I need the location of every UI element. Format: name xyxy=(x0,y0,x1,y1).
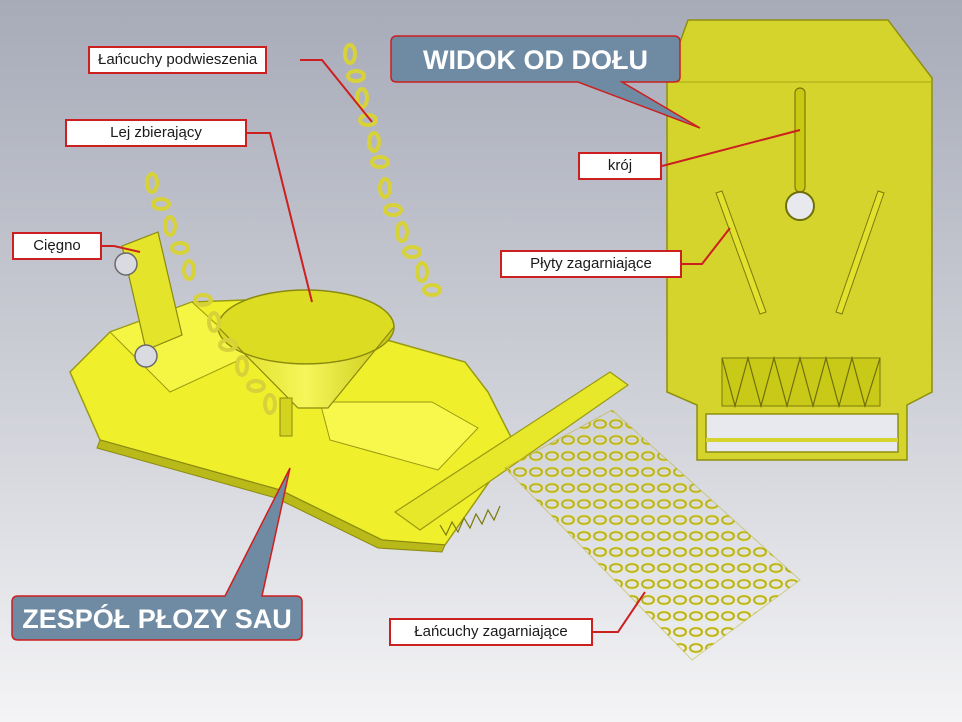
suspension-chain-top xyxy=(343,43,390,169)
suspension-chain-left xyxy=(145,172,277,415)
sledge-assembly xyxy=(69,231,630,553)
frame-opening xyxy=(705,413,899,453)
label-collecting-funnel: Lej zbierający xyxy=(65,119,247,147)
raking-plate-left xyxy=(715,190,767,315)
leader-collecting-funnel xyxy=(246,132,313,303)
funnel-body xyxy=(217,325,395,409)
label-coulter: krój xyxy=(578,152,662,180)
label-tie-rod: Cięgno xyxy=(12,232,102,260)
callout-assembly xyxy=(11,467,303,641)
raking-plate-right xyxy=(835,190,885,315)
leader-tie-rod xyxy=(102,245,141,253)
leader-raking-chains xyxy=(593,591,646,633)
tie-rod-pin xyxy=(114,252,138,276)
label-raking-plates: Płyty zagarniające xyxy=(500,250,682,278)
label-suspension-chains: Łańcuchy podwieszenia xyxy=(88,46,268,74)
coulter-hole xyxy=(785,191,815,221)
suspension-chain-middle xyxy=(378,177,442,297)
callout-bottom-view xyxy=(390,35,701,129)
leader-suspension-chains xyxy=(300,59,373,123)
leader-coulter xyxy=(661,129,801,167)
raking-chains xyxy=(504,409,801,661)
title-bottom-view: WIDOK OD DOŁU xyxy=(423,45,648,75)
teeth-row xyxy=(721,355,881,409)
leader-raking-plates xyxy=(682,227,731,265)
title-assembly: ZESPÓŁ PŁOZY SAU xyxy=(22,604,292,634)
axle-pin xyxy=(134,344,158,368)
bottom-view-plate xyxy=(666,19,933,461)
label-raking-chains: Łańcuchy zagarniające xyxy=(389,618,593,646)
coulter-slot xyxy=(794,87,806,193)
